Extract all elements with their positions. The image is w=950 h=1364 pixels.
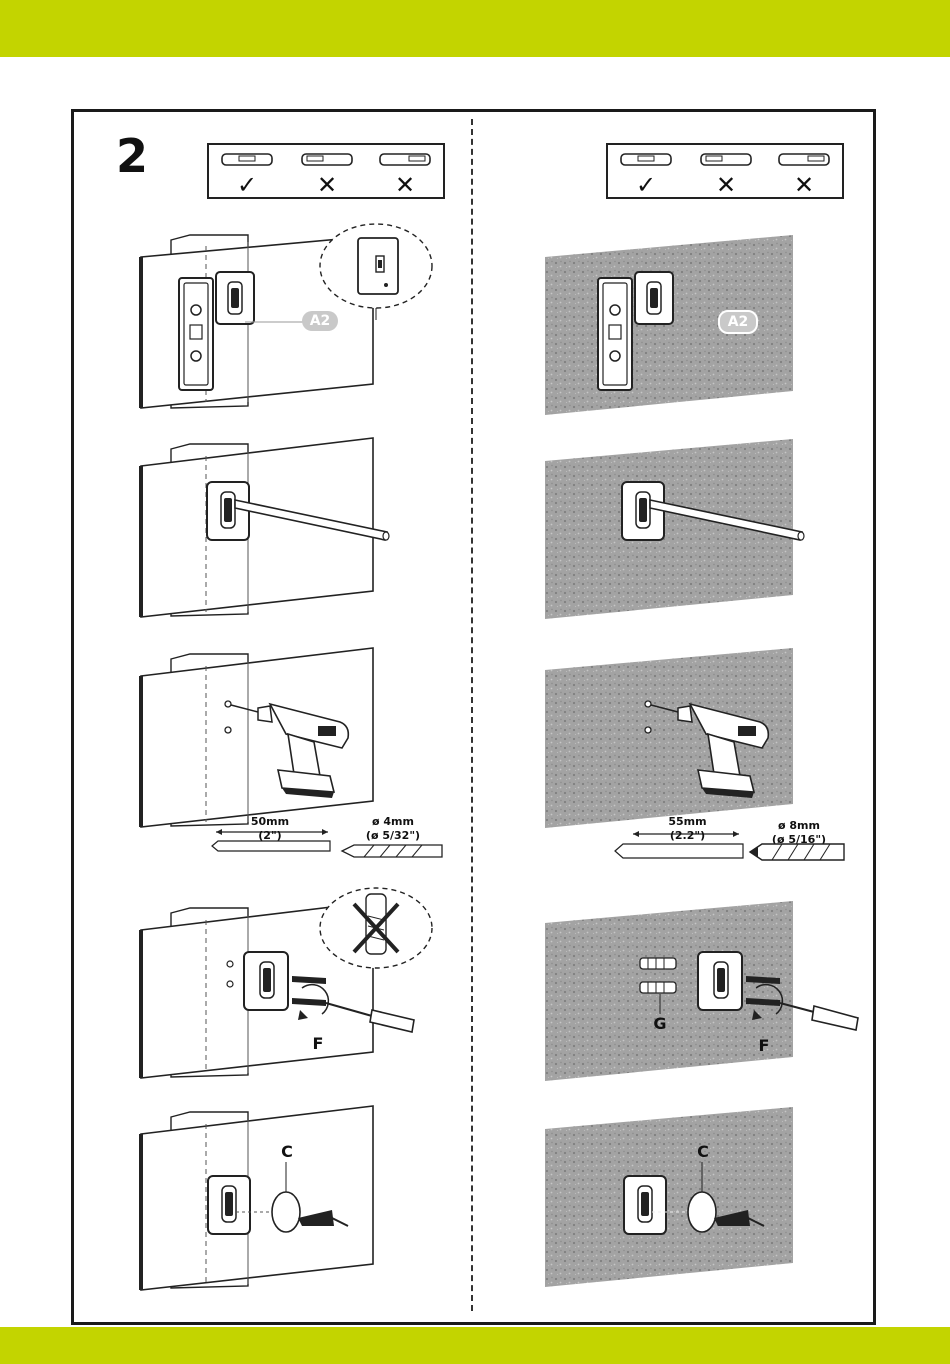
bottom-color-band xyxy=(0,1327,950,1364)
bracket-with-spirit-level xyxy=(176,270,276,395)
column-divider xyxy=(471,119,473,1311)
step-number: 2 xyxy=(116,133,148,179)
level-icon xyxy=(301,153,353,166)
part-badge-a2: A2 xyxy=(718,310,758,334)
bracket-with-cap xyxy=(206,1160,354,1244)
cross-icon: ✕ xyxy=(307,174,347,196)
bracket-with-allen-key xyxy=(620,478,810,548)
detail-callout-bubble xyxy=(318,222,436,312)
callout-line xyxy=(245,320,305,324)
drill-depth-imperial: (2.2") xyxy=(645,829,730,842)
level-icon xyxy=(221,153,273,166)
drill-depth-metric: 55mm xyxy=(645,815,730,828)
part-label-f: F xyxy=(308,1036,328,1052)
level-guide-left: ✓ ✕ ✕ xyxy=(207,143,445,199)
bracket-plug-screw-mounting xyxy=(638,948,863,1038)
part-label-f: F xyxy=(754,1038,774,1054)
level-icon xyxy=(700,153,752,166)
drill-depth-metric: 50mm xyxy=(230,815,310,828)
drill-bit-metric: ø 4mm xyxy=(348,815,438,828)
cross-icon: ✕ xyxy=(784,174,824,196)
bracket-with-spirit-level xyxy=(595,270,695,395)
bracket-with-allen-key xyxy=(205,478,395,548)
check-icon: ✓ xyxy=(227,174,267,196)
top-color-band xyxy=(0,0,950,57)
drill-bit-icon xyxy=(340,843,445,859)
level-icon xyxy=(778,153,830,166)
cross-icon: ✕ xyxy=(385,174,425,196)
level-guide-right: ✓ ✕ ✕ xyxy=(606,143,844,199)
check-icon: ✓ xyxy=(626,174,666,196)
level-icon xyxy=(379,153,431,166)
level-icon xyxy=(620,153,672,166)
cordless-drill-icon xyxy=(642,696,777,801)
part-label-c: C xyxy=(693,1144,713,1160)
cordless-drill-icon xyxy=(222,696,357,801)
bracket-with-cap xyxy=(622,1160,770,1244)
part-label-g: G xyxy=(650,1016,670,1032)
part-badge-a2: A2 xyxy=(302,311,338,331)
drill-bit-metric: ø 8mm xyxy=(754,819,844,832)
no-wall-plug-callout xyxy=(318,886,436,972)
cross-icon: ✕ xyxy=(706,174,746,196)
drill-bit-imperial: (ø 5/32") xyxy=(348,829,438,842)
masonry-drill-bit-icon xyxy=(748,842,848,862)
part-label-c: C xyxy=(277,1144,297,1160)
drill-depth-imperial: (2") xyxy=(230,829,310,842)
